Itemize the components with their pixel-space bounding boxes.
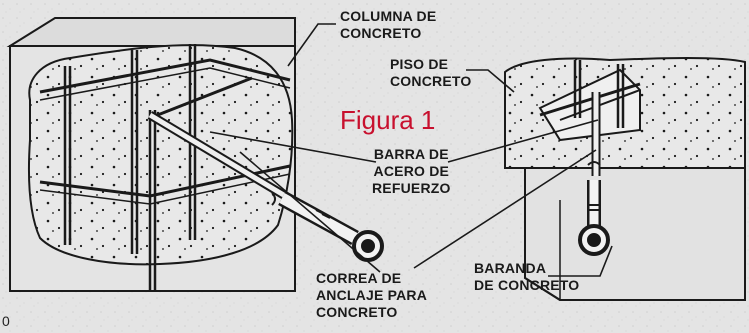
label-line: BARRA DE xyxy=(373,146,449,162)
label-line: REFUERZO xyxy=(372,180,451,196)
label-baranda-de-concreto: BARANDA DE CONCRETO xyxy=(474,260,579,294)
concrete-column-illustration xyxy=(6,17,384,292)
label-barra-de-acero: BARRA DE ACERO DE REFUERZO xyxy=(372,146,451,197)
label-line: BARANDA xyxy=(474,260,547,276)
concrete-floor-illustration xyxy=(504,57,746,301)
page-number: 0 xyxy=(2,313,10,329)
label-line: ANCLAJE PARA xyxy=(316,287,428,303)
anchor-strap-left xyxy=(147,111,384,262)
label-correa-de-anclaje: CORREA DE ANCLAJE PARA CONCRETO xyxy=(316,270,427,321)
label-line: PISO DE xyxy=(390,56,449,72)
leader-lines xyxy=(209,23,613,277)
label-line: DE CONCRETO xyxy=(474,277,580,293)
label-line: CONCRETO xyxy=(390,73,472,89)
label-columna-de-concreto: COLUMNA DE CONCRETO xyxy=(340,8,436,42)
label-line: CORREA DE xyxy=(316,270,402,286)
label-line: CONCRETO xyxy=(316,304,398,320)
label-piso-de-concreto: PISO DE CONCRETO xyxy=(390,56,471,90)
label-line: CONCRETO xyxy=(340,25,422,41)
label-line: COLUMNA DE xyxy=(340,8,437,24)
label-line: ACERO DE xyxy=(373,163,450,179)
figure-title: Figura 1 xyxy=(340,105,436,135)
